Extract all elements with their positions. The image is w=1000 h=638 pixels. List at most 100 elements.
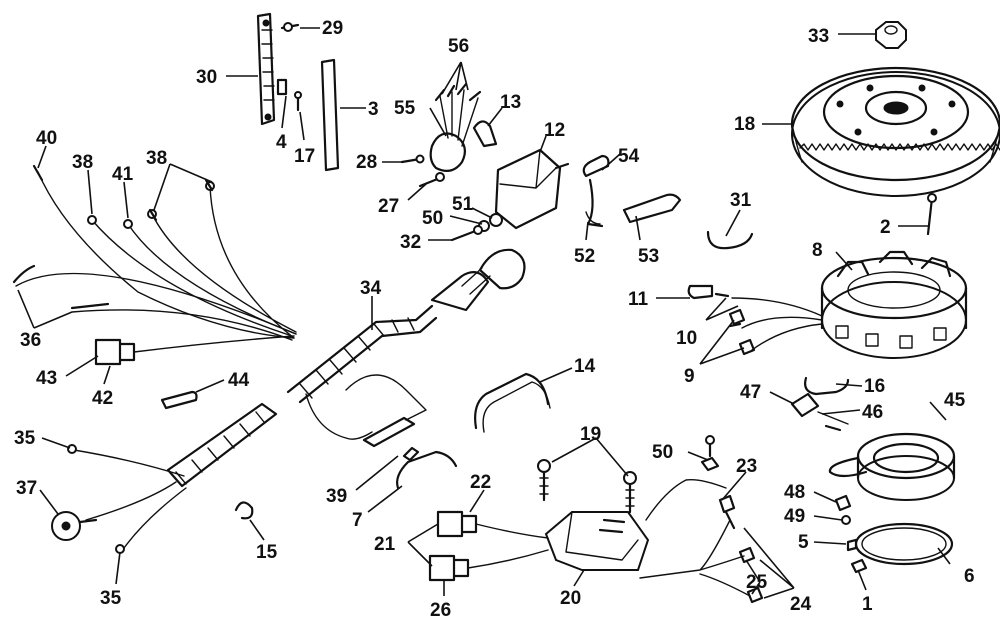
callout-19: 19 — [580, 424, 601, 445]
callout-22: 22 — [470, 472, 491, 493]
callout-27: 27 — [378, 196, 399, 217]
wiring-harness-part-34 — [286, 248, 526, 404]
leads-part-23-24-25 — [639, 478, 764, 604]
connector-part-26 — [428, 549, 549, 582]
callout-44: 44 — [228, 370, 250, 391]
sensor-lead-part-39-assembly — [305, 374, 427, 462]
leader-lines — [17, 27, 951, 599]
callout-34: 34 — [360, 278, 382, 299]
callout-42: 42 — [92, 388, 113, 409]
callout-10: 10 — [676, 328, 697, 349]
callout-3: 3 — [368, 99, 379, 120]
callout-32: 32 — [400, 232, 421, 253]
callout-16: 16 — [864, 376, 885, 397]
callout-12: 12 — [544, 120, 565, 141]
power-pack-part-20 — [544, 511, 650, 571]
harness-leads-part-36 — [12, 264, 297, 341]
callout-55: 55 — [394, 98, 416, 119]
callout-54: 54 — [618, 146, 640, 167]
callout-41: 41 — [112, 164, 134, 185]
callout-23: 23 — [736, 456, 757, 477]
callout-52: 52 — [574, 246, 595, 267]
lead-part-46 — [824, 424, 842, 432]
callout-48: 48 — [784, 482, 805, 503]
callout-24: 24 — [790, 594, 812, 615]
callout-50a: 50 — [422, 208, 443, 229]
callout-28: 28 — [356, 152, 377, 173]
spark-lead-part-52 — [585, 211, 601, 225]
callout-9: 9 — [684, 366, 695, 387]
callout-43: 43 — [36, 368, 57, 389]
callout-49: 49 — [784, 506, 805, 527]
screw-part-29 — [280, 22, 300, 32]
connector-part-43 — [94, 335, 295, 366]
hardware-parts-48-49-5-1 — [834, 494, 868, 574]
screw-part-17 — [294, 91, 302, 112]
callout-50b: 50 — [652, 442, 673, 463]
callout-53: 53 — [638, 246, 659, 267]
callout-5: 5 — [798, 532, 809, 553]
stator-leads-part-10 — [714, 292, 823, 351]
harness-leads-part-38-41 — [87, 178, 297, 339]
callout-38b: 38 — [146, 148, 167, 169]
bolt-part-32 — [450, 225, 483, 242]
washer-part-51 — [489, 213, 503, 227]
callout-18: 18 — [734, 114, 755, 135]
clip-part-44 — [160, 390, 198, 410]
bracket-part-14 — [474, 372, 551, 433]
callout-29: 29 — [322, 18, 343, 39]
callout-33: 33 — [808, 26, 829, 47]
callout-37: 37 — [16, 478, 37, 499]
callout-45: 45 — [944, 390, 966, 411]
callout-2: 2 — [880, 217, 891, 238]
terminal-strip-part-30 — [256, 12, 276, 126]
connector-part-22 — [436, 510, 549, 539]
callout-38a: 38 — [72, 152, 93, 173]
callout-17: 17 — [294, 146, 315, 167]
nut-part-33 — [875, 21, 907, 49]
callout-30: 30 — [196, 67, 217, 88]
callout-51: 51 — [452, 194, 474, 215]
callout-8: 8 — [812, 240, 823, 261]
callout-46: 46 — [862, 402, 883, 423]
callout-labels: 29 30 3 4 17 56 55 13 12 28 27 51 50 32 … — [14, 18, 975, 621]
harness-lead-part-40 — [32, 164, 295, 339]
callout-39: 39 — [326, 486, 347, 507]
callout-20: 20 — [560, 588, 581, 609]
callout-40: 40 — [36, 128, 57, 149]
callout-56: 56 — [448, 36, 469, 57]
clip-part-16 — [804, 376, 850, 396]
callout-35b: 35 — [100, 588, 122, 609]
retaining-ring-part-6 — [854, 522, 954, 566]
callout-11: 11 — [628, 289, 649, 310]
callout-1: 1 — [862, 594, 873, 615]
screw-part-28 — [400, 154, 425, 164]
screw-part-2 — [926, 193, 937, 236]
trigger-part-45 — [828, 432, 956, 501]
callout-21: 21 — [374, 534, 396, 555]
sensor-part-47 — [790, 392, 849, 425]
bar-part-3 — [320, 58, 340, 172]
bracket-part-13 — [472, 120, 498, 148]
stator-part-8 — [820, 250, 968, 359]
connector-part-11 — [687, 284, 714, 300]
spark-boot-part-53 — [622, 193, 682, 224]
callout-7: 7 — [352, 510, 363, 531]
callout-36: 36 — [20, 330, 41, 351]
lower-harness-part-35 — [67, 402, 278, 554]
screws-part-19 — [537, 459, 637, 514]
ring-terminal-part-37 — [51, 511, 98, 541]
callout-31: 31 — [730, 190, 752, 211]
terminals-part-9 — [728, 308, 756, 356]
callout-47: 47 — [740, 382, 761, 403]
callout-13: 13 — [500, 92, 521, 113]
flywheel-part-18 — [790, 66, 1000, 197]
callout-4: 4 — [276, 132, 287, 153]
clip-part-15 — [234, 501, 254, 520]
callout-6: 6 — [964, 566, 975, 587]
ignition-coil-part-12 — [494, 148, 570, 230]
clip-part-4 — [276, 78, 288, 96]
spring-clip-part-31 — [706, 230, 754, 250]
